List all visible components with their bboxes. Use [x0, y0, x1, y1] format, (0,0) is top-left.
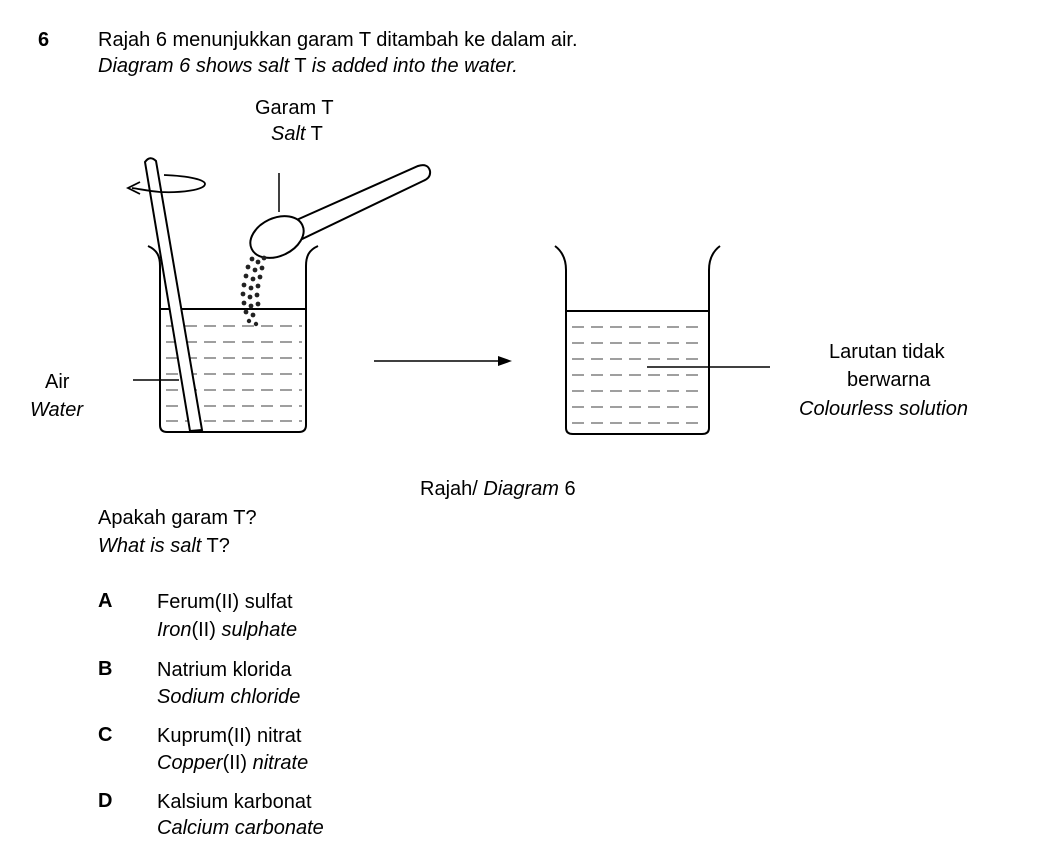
- option-d-english[interactable]: Calcium carbonate: [157, 817, 324, 839]
- option-a-english[interactable]: Iron(II) sulphate: [157, 618, 297, 642]
- prompt-english-word: What is salt: [98, 535, 202, 557]
- solution-label-malay-line1: Larutan tidak: [829, 341, 945, 363]
- stem-english-t: T: [289, 55, 312, 77]
- caption-number: 6: [558, 478, 576, 500]
- water-label-malay: Air: [45, 371, 70, 393]
- question-stem-malay: Rajah 6 menunjukkan garam T ditambah ke …: [98, 29, 578, 51]
- option-c-english-part1: Copper: [157, 752, 223, 774]
- solution-label-english: Colourless solution: [799, 398, 968, 420]
- option-c-english-part3: nitrate: [252, 752, 309, 774]
- option-a-letter[interactable]: A: [98, 590, 113, 612]
- salt-label-malay: Garam T: [255, 97, 334, 119]
- reaction-arrow-icon: [374, 356, 512, 366]
- beaker-1: [147, 245, 319, 433]
- option-a-english-part3: sulphate: [221, 619, 298, 641]
- option-c-malay[interactable]: Kuprum(II) nitrat: [157, 725, 302, 747]
- option-b-letter[interactable]: B: [98, 658, 113, 680]
- salt-granules: [240, 255, 267, 327]
- question-number: 6: [38, 29, 50, 51]
- option-a-malay[interactable]: Ferum(II) sulfat: [157, 591, 293, 613]
- prompt-english-t: T?: [201, 535, 230, 557]
- stem-english-part2: is added into the water.: [311, 55, 518, 77]
- stirring-arrow-icon: [125, 174, 206, 195]
- option-c-english[interactable]: Copper(II) nitrate: [157, 751, 308, 775]
- option-c-english-part2: (II): [222, 752, 253, 774]
- option-d-letter[interactable]: D: [98, 790, 113, 812]
- option-b-malay[interactable]: Natrium klorida: [157, 659, 292, 681]
- option-d-malay[interactable]: Kalsium karbonat: [157, 791, 312, 813]
- stem-english-part1: Diagram 6 shows salt: [98, 55, 290, 77]
- beaker-2-solution-dashes: [572, 326, 705, 424]
- caption-malay: Rajah/: [420, 478, 484, 500]
- option-c-letter[interactable]: C: [98, 724, 113, 746]
- option-a-english-part1: Iron: [157, 619, 192, 641]
- salt-label-english-word: Salt: [271, 123, 306, 145]
- salt-label-english: Salt T: [271, 122, 323, 146]
- beaker-2: [554, 245, 721, 435]
- question-stem-english: Diagram 6 shows salt T is added into the…: [98, 54, 518, 78]
- diagram-caption: Rajah/ Diagram 6: [420, 477, 576, 501]
- glass-rod: [143, 157, 204, 433]
- prompt-malay: Apakah garam T?: [98, 507, 257, 529]
- prompt-english: What is salt T?: [98, 534, 230, 558]
- spatula: [249, 164, 432, 259]
- option-a-english-part2: (II): [191, 619, 222, 641]
- water-label-english: Water: [30, 399, 83, 421]
- salt-label-t: T: [305, 123, 323, 145]
- option-b-english[interactable]: Sodium chloride: [157, 686, 301, 708]
- solution-label-malay-line2: berwarna: [847, 369, 931, 391]
- caption-english: Diagram: [483, 478, 559, 500]
